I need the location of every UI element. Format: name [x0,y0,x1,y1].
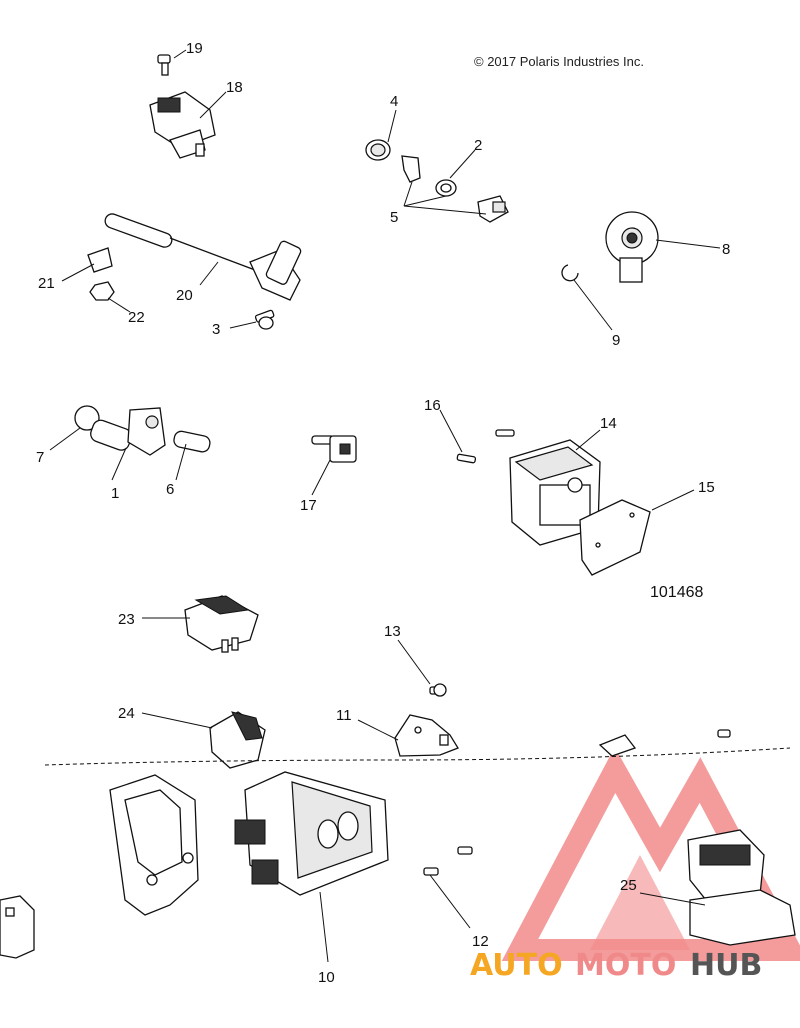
diagram-id: 101468 [650,584,704,601]
callout-3: 3 [212,321,220,338]
part-clip-right [598,734,637,757]
callout-labels: 1 2 3 4 5 6 7 8 9 10 11 12 13 14 15 16 1… [36,40,730,986]
callout-16: 16 [424,397,441,414]
break-line [44,747,791,766]
callout-20: 20 [176,287,193,304]
callout-12: 12 [472,933,489,950]
part-corner-bracket [0,895,35,959]
callout-25: 25 [620,877,637,894]
part-11-bracket [394,714,459,757]
part-5-sensor [477,195,509,223]
watermark-triangle [501,747,800,961]
callout-23: 23 [118,611,135,628]
part-22-nut [89,281,115,301]
callout-22: 22 [128,309,145,326]
callout-2: 2 [474,137,482,154]
callout-13: 13 [384,623,401,640]
callout-1: 1 [111,485,119,502]
part-25-connector [687,829,796,946]
part-1-cam-sensor [90,407,166,456]
watermark-auto: AUTO [470,948,563,983]
callout-19: 19 [186,40,203,57]
callout-6: 6 [166,481,174,498]
callout-17: 17 [300,497,317,514]
watermark-logo [501,747,800,961]
part-bolt-right [717,729,731,738]
watermark-inner-triangle [590,855,690,950]
watermark-moto: MOTO [575,948,676,983]
part-8-knock-sensor [605,211,659,283]
part-16-bolt [456,429,515,464]
watermark-text: AUTO MOTO HUB [470,948,762,983]
part-15-gasket [579,499,651,576]
part-21-bracket [87,247,113,273]
callout-8: 8 [722,241,730,258]
callout-15: 15 [698,479,715,496]
part-18-map-sensor [149,91,216,159]
part-10-ecu [234,771,389,896]
part-6-sleeve [173,430,211,453]
part-23-relay [184,595,259,653]
part-12-bolt [423,846,473,876]
part-24-relay [209,711,266,769]
callout-14: 14 [600,415,617,432]
part-3-bolt [254,309,275,330]
leader-lines [49,49,721,963]
callout-5: 5 [390,209,398,226]
callout-11: 11 [336,707,352,724]
callout-21: 21 [38,275,55,292]
part-20-speed-sensor [104,213,302,301]
part-13-bolt [429,683,447,697]
part-7-o-ring [74,405,100,431]
copyright-notice: © 2017 Polaris Industries Inc. [474,54,644,69]
callout-10: 10 [318,969,335,986]
callout-9: 9 [612,332,620,349]
part-14-module [509,439,601,546]
part-17-temp-sensor [311,435,357,463]
part-19-bolt [157,54,171,76]
part-2-washer [435,179,457,197]
callout-4: 4 [390,93,398,110]
part-bracket-plate [109,774,199,916]
callout-7: 7 [36,449,44,466]
part-5-clip [401,155,421,183]
callout-18: 18 [226,79,243,96]
callout-24: 24 [118,705,135,722]
part-4-plug [365,139,391,161]
watermark-hub: HUB [690,948,762,983]
part-9-clip [561,264,579,282]
